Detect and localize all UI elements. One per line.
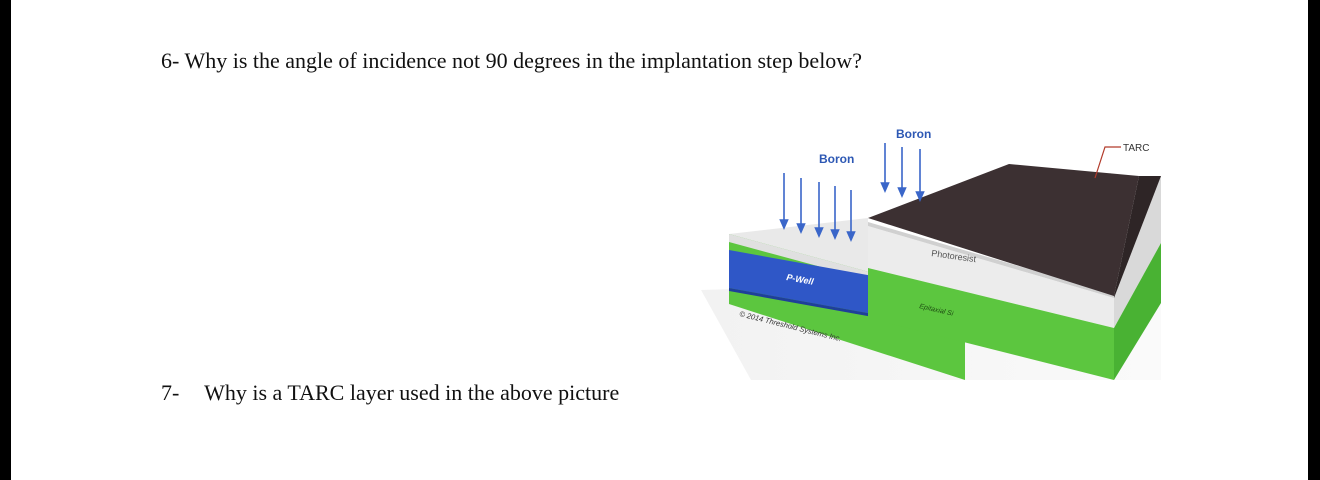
photoresist-side xyxy=(1114,176,1161,328)
question-7-number: 7- xyxy=(161,380,180,405)
silicon-side xyxy=(1114,243,1161,380)
p-well-edge xyxy=(729,288,873,317)
block-silicon-front xyxy=(868,268,1114,380)
implantation-figure: Boron Boron TARC Photoresist P-Well Epit… xyxy=(691,118,1161,380)
boron-arrows-left xyxy=(779,173,856,242)
implantation-diagram: Boron Boron TARC Photoresist P-Well Epit… xyxy=(701,127,1161,380)
question-7: 7- Why is a TARC layer used in the above… xyxy=(161,380,619,406)
document-page: 6- Why is the angle of incidence not 90 … xyxy=(11,0,1308,480)
boron-right-label: Boron xyxy=(896,127,931,141)
tarc-top-surface xyxy=(868,164,1139,296)
question-6-text: Why is the angle of incidence not 90 deg… xyxy=(184,48,862,73)
tarc-pointer-line xyxy=(1094,146,1121,179)
p-well-label: P-Well xyxy=(786,272,815,287)
question-6-number: 6- xyxy=(161,48,180,73)
tarc-side-edge xyxy=(1114,176,1161,298)
question-7-text: Why is a TARC layer used in the above pi… xyxy=(204,380,620,405)
question-6: 6- Why is the angle of incidence not 90 … xyxy=(161,48,862,74)
tarc-label: TARC xyxy=(1123,143,1149,154)
boron-left-label: Boron xyxy=(819,152,854,166)
boron-arrows-right xyxy=(880,143,925,202)
photoresist-front-top-line xyxy=(868,222,1114,298)
photoresist-front xyxy=(868,226,1114,328)
p-well-region xyxy=(729,250,873,314)
